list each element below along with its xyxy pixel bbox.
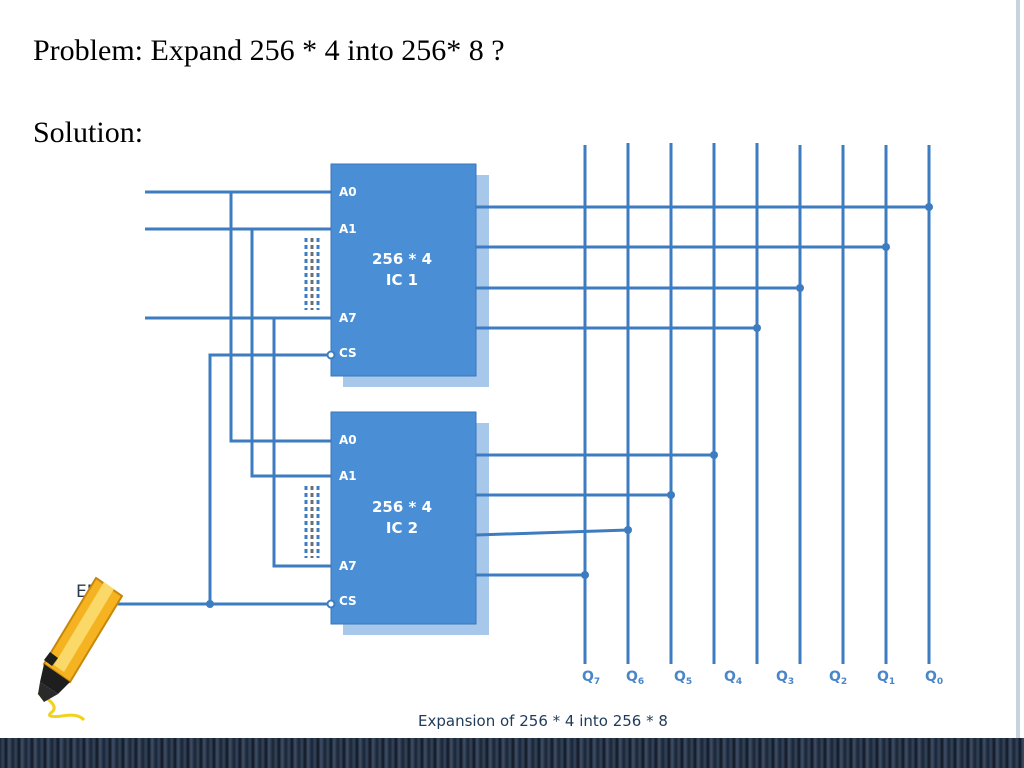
ic2-size-label: 256 * 4 <box>372 498 432 516</box>
highlighter-shine <box>54 582 114 672</box>
memory-expansion-diagram: A0 A1 A7 CS 256 * 4 IC 1 A0 A1 A7 CS 256… <box>37 143 943 730</box>
label-q3: Q3 <box>776 669 794 687</box>
diagram-caption: Expansion of 256 * 4 into 256 * 8 <box>418 712 668 730</box>
ic1-output-junctions <box>753 203 933 332</box>
output-bus <box>583 143 931 664</box>
ic2-output-junctions <box>581 451 718 579</box>
junction-ic1-1 <box>925 203 933 211</box>
ic1-body <box>330 163 477 377</box>
ic2-pin-a1: A1 <box>339 469 357 483</box>
junction-ic1-4 <box>753 324 761 332</box>
enable-lines <box>105 353 331 606</box>
ic2-out-3 <box>475 528 629 537</box>
label-q1: Q1 <box>877 669 895 687</box>
ic2-pin-a7: A7 <box>339 559 357 573</box>
label-q5: Q5 <box>674 669 692 687</box>
highlighter-icon <box>37 576 124 722</box>
output-labels: Q7 Q6 Q5 Q4 Q3 Q2 Q1 Q0 <box>582 669 943 687</box>
ic2-outputs <box>475 453 714 577</box>
address-lines <box>145 190 331 568</box>
ic1-cs-bubble <box>326 350 336 360</box>
cs1-line <box>208 353 331 604</box>
label-q7: Q7 <box>582 669 600 687</box>
highlighter-clip <box>44 652 58 666</box>
en-junction <box>206 600 214 608</box>
slide-frame <box>1016 0 1020 738</box>
address-ellipsis <box>304 238 320 558</box>
junction-ic1-2 <box>882 243 890 251</box>
ic1-outputs <box>476 205 929 330</box>
highlighter-tip <box>38 682 58 702</box>
problem-statement: Problem: Expand 256 * 4 into 256* 8 ? <box>33 34 505 67</box>
ic2-cs-bubble <box>326 599 336 609</box>
ic2-pin-cs: CS <box>339 594 357 608</box>
highlighter-collar <box>40 664 70 694</box>
addr-a0-branch <box>229 192 331 443</box>
junction-ic2-1 <box>710 451 718 459</box>
junction-ic1-3 <box>796 284 804 292</box>
ic2-body <box>330 411 477 625</box>
solution-heading: Solution: <box>33 116 144 149</box>
label-q0: Q0 <box>925 669 943 687</box>
ic1-pin-a7: A7 <box>339 311 357 325</box>
ic1-size-label: 256 * 4 <box>372 250 432 268</box>
junction-ic2-4 <box>581 571 589 579</box>
bottom-decorative-bar <box>0 738 1024 768</box>
junction-ic2-2 <box>667 491 675 499</box>
ic1-name-label: IC 1 <box>386 271 418 289</box>
ic1-pin-cs: CS <box>339 346 357 360</box>
ic2-name-label: IC 2 <box>386 519 418 537</box>
label-q4: Q4 <box>724 669 742 687</box>
junction-ic2-3 <box>624 526 632 534</box>
label-q2: Q2 <box>829 669 847 687</box>
ic2-pin-a0: A0 <box>339 433 357 447</box>
addr-a1-branch <box>250 229 331 478</box>
ic1-chip: A0 A1 A7 CS 256 * 4 IC 1 <box>326 163 489 387</box>
label-q6: Q6 <box>626 669 644 687</box>
ic1-pin-a0: A0 <box>339 185 357 199</box>
addr-a7-branch <box>272 318 331 568</box>
highlighter-scribble <box>37 691 86 722</box>
ic1-pin-a1: A1 <box>339 222 357 236</box>
ic2-chip: A0 A1 A7 CS 256 * 4 IC 2 <box>326 411 489 635</box>
